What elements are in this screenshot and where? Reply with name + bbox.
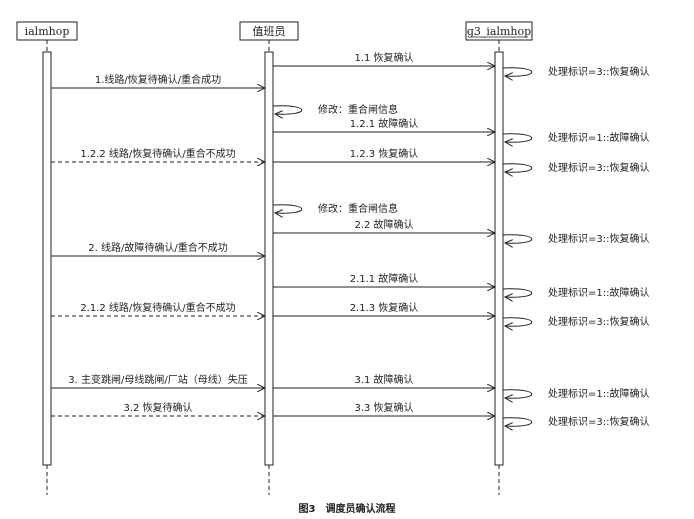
participant-label: g3_ialmhop (467, 25, 531, 38)
message-label: 3.2 恢复待确认 (123, 401, 192, 414)
message-arrow: 1.1 恢复确认 (273, 51, 495, 66)
activation-bar (42, 51, 52, 466)
participant-box (16, 21, 78, 41)
message-arrow: 2. 线路/故障待确认/重合不成功 (51, 241, 265, 256)
message-arrow: 3.3 恢复确认 (273, 401, 495, 416)
self-message-label: 处理标识=3::恢复确认 (548, 415, 649, 428)
participant-box (239, 21, 299, 41)
self-message-label: 处理标识=1::故障确认 (548, 286, 649, 299)
self-message: 处理标识=3::恢复确认 (502, 315, 649, 328)
self-message: 处理标识=3::恢复确认 (502, 232, 649, 245)
self-message-label: 处理标识=3::恢复确认 (548, 161, 649, 174)
self-message: 处理标识=3::恢复确认 (502, 415, 649, 428)
message-arrow: 2.2 故障确认 (273, 218, 495, 233)
message-arrow: 3. 主变跳闸/母线跳闸/厂站（母线）失压 (51, 373, 265, 388)
message-label: 3.1 故障确认 (354, 373, 413, 386)
self-message-label: 处理标识=1::故障确认 (548, 131, 649, 144)
self-message-label: 修改：重合闸信息 (318, 103, 398, 116)
self-message-label: 处理标识=3::恢复确认 (548, 65, 649, 78)
message-arrow: 1.2.1 故障确认 (273, 117, 495, 132)
self-message-label: 处理标识=3::恢复确认 (548, 315, 649, 328)
participant-box (465, 21, 533, 41)
message-arrow: 3.2 恢复待确认 (51, 401, 265, 416)
self-message: 处理标识=3::恢复确认 (502, 161, 649, 174)
activation-bar (494, 51, 504, 466)
self-message-label: 处理标识=1::故障确认 (548, 387, 649, 400)
self-message: 处理标识=1::故障确认 (502, 131, 649, 144)
self-message: 处理标识=1::故障确认 (502, 387, 649, 400)
message-arrow: 3.1 故障确认 (273, 373, 495, 388)
self-message: 处理标识=3::恢复确认 (502, 65, 649, 78)
message-label: 2. 线路/故障待确认/重合不成功 (88, 241, 227, 254)
message-arrow: 1.2.3 恢复确认 (273, 147, 495, 162)
participant-label: ialmhop (25, 25, 70, 38)
participant-label: 值班员 (253, 25, 286, 38)
message-arrow: 2.1.1 故障确认 (273, 272, 495, 287)
message-label: 2.2 故障确认 (354, 218, 413, 231)
lifeline-p2: g3_ialmhop (465, 21, 533, 495)
message-label: 3. 主变跳闸/母线跳闸/厂站（母线）失压 (68, 373, 247, 386)
message-arrow: 1.2.2 线路/恢复待确认/重合不成功 (51, 147, 265, 162)
figure-caption: 图3 调度员确认流程 (299, 502, 396, 515)
message-label: 1.2.2 线路/恢复待确认/重合不成功 (80, 147, 235, 160)
activation-bar (264, 51, 274, 466)
message-arrow: 2.1.3 恢复确认 (273, 301, 495, 316)
message-arrow: 1.线路/恢复待确认/重合成功 (51, 73, 265, 88)
lifeline-p1: 值班员 (239, 21, 299, 495)
self-message: 修改：重合闸信息 (272, 103, 398, 116)
self-message-label: 修改：重合闸信息 (318, 202, 398, 215)
self-message: 处理标识=1::故障确认 (502, 286, 649, 299)
lifeline-p0: ialmhop (16, 21, 78, 495)
message-label: 2.1.1 故障确认 (350, 272, 419, 285)
message-label: 1.2.3 恢复确认 (350, 147, 419, 160)
message-label: 1.2.1 故障确认 (350, 117, 419, 130)
message-label: 1.线路/恢复待确认/重合成功 (95, 73, 221, 86)
message-label: 3.3 恢复确认 (354, 401, 413, 414)
message-label: 1.1 恢复确认 (354, 51, 413, 64)
message-arrow: 2.1.2 线路/恢复待确认/重合不成功 (51, 301, 265, 316)
self-message-label: 处理标识=3::恢复确认 (548, 232, 649, 245)
self-message: 修改：重合闸信息 (272, 202, 398, 215)
message-label: 2.1.3 恢复确认 (350, 301, 419, 314)
message-label: 2.1.2 线路/恢复待确认/重合不成功 (80, 301, 235, 314)
